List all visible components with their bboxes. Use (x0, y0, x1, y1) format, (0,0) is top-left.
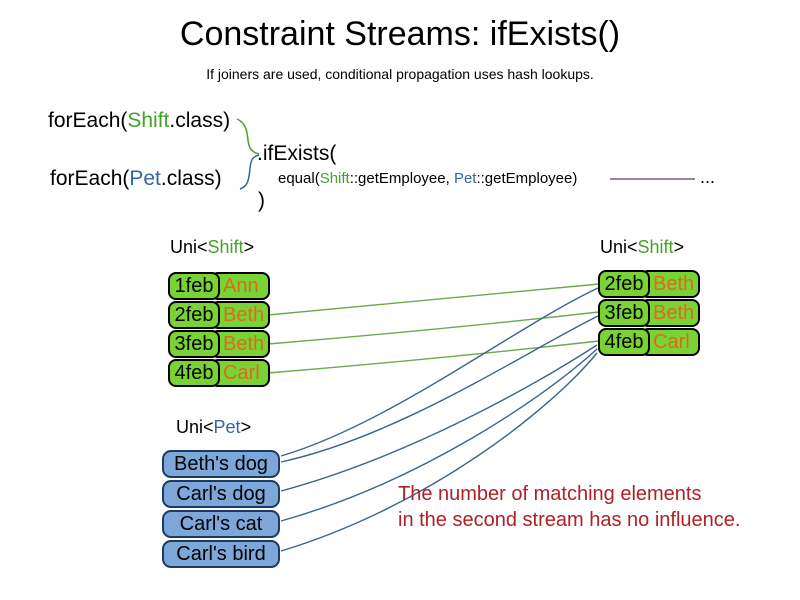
shift-row: Beth 2feb (168, 301, 270, 329)
code-equal-joiner: equal(Shift::getEmployee, Pet::getEmploy… (278, 170, 577, 187)
right-shift-table-label: Uni<Shift> (600, 237, 684, 258)
note-line-2: in the second stream has no influence. (398, 509, 741, 531)
shift-row: Beth 3feb (598, 299, 700, 327)
brace-curve-pet (239, 154, 260, 190)
shift-name-cell: Carl (640, 328, 700, 356)
note-text: The number of matching elements in the s… (398, 481, 740, 533)
label-text: > (243, 237, 255, 257)
pet-item: Carl's dog (162, 480, 280, 508)
shift-name-cell: Carl (210, 359, 270, 387)
code-text: ::getEmployee) (476, 170, 578, 187)
brace-curve-shift (236, 118, 260, 155)
shift-date-cell: 1feb (168, 272, 220, 300)
code-foreach-pet: forEach(Pet.class) (50, 167, 222, 191)
code-text: ::getEmployee, (349, 170, 454, 187)
shift-row: Carl 4feb (168, 359, 270, 387)
label-text: > (673, 237, 685, 257)
code-foreach-shift: forEach(Shift.class) (48, 109, 230, 133)
code-text: .class) (160, 167, 222, 190)
label-text: Uni< (600, 237, 638, 257)
pet-item: Carl's bird (162, 540, 280, 568)
label-text: Uni< (170, 237, 208, 257)
match-line-carls-dog-4feb (280, 344, 598, 492)
code-close-paren: ) (258, 189, 265, 212)
shift-name-cell: Beth (210, 330, 270, 358)
shift-date-cell: 4feb (168, 359, 220, 387)
shift-date-cell: 3feb (168, 330, 220, 358)
shift-row: Beth 2feb (598, 270, 700, 298)
page-title: Constraint Streams: ifExists() (179, 15, 621, 53)
match-line-beths-dog-3feb (280, 315, 599, 463)
match-line-shift-3feb (267, 311, 600, 345)
pet-class-token: Pet (213, 417, 241, 437)
shift-name-cell: Ann (210, 272, 270, 300)
shift-class-token: Shift (127, 109, 170, 132)
match-line-carls-cat-4feb (280, 348, 598, 522)
pet-class-token: Pet (129, 167, 161, 190)
code-text: .class) (169, 109, 231, 132)
shift-name-cell: Beth (640, 299, 700, 327)
left-shift-table-label: Uni<Shift> (170, 237, 254, 258)
pet-item: Carl's cat (162, 510, 280, 538)
shift-row: Ann 1feb (168, 272, 270, 300)
page-subtitle: If joiners are used, conditional propaga… (206, 66, 594, 82)
label-text: Uni< (176, 417, 214, 437)
label-text: > (240, 417, 252, 437)
shift-date-cell: 4feb (598, 328, 650, 356)
shift-date-cell: 2feb (598, 270, 650, 298)
shift-class-token: Shift (207, 237, 244, 257)
shift-date-cell: 2feb (168, 301, 220, 329)
shift-name-cell: Beth (640, 270, 700, 298)
pet-item: Beth's dog (162, 450, 280, 478)
shift-class-token: Shift (637, 237, 674, 257)
code-text: equal( (278, 170, 320, 187)
pet-class-token: Pet (453, 170, 477, 187)
shift-class-token: Shift (319, 170, 350, 187)
code-text: forEach( (50, 167, 130, 190)
code-text: forEach( (48, 109, 128, 132)
match-line-beths-dog-2feb (280, 287, 599, 457)
shift-date-cell: 3feb (598, 299, 650, 327)
match-line-carls-bird-4feb (280, 352, 598, 552)
code-if-exists: .ifExists( (257, 142, 337, 165)
shift-row: Beth 3feb (168, 330, 270, 358)
match-line-shift-4feb (267, 340, 600, 374)
shift-row: Carl 4feb (598, 328, 700, 356)
code-ellipsis: ... (700, 167, 716, 187)
match-line-shift-2feb (267, 283, 600, 316)
note-line-1: The number of matching elements (398, 483, 702, 505)
shift-name-cell: Beth (210, 301, 270, 329)
pet-list-label: Uni<Pet> (176, 417, 251, 438)
